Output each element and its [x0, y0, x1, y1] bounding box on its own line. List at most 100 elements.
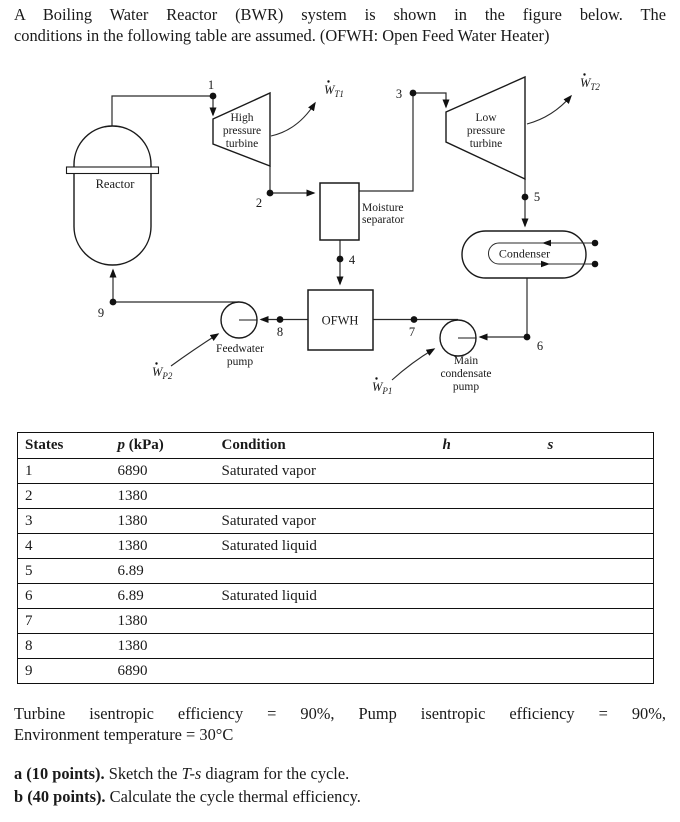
h-symbol: h	[442, 437, 451, 453]
state-dots	[109, 89, 531, 341]
wp2-subscript: P2	[161, 371, 172, 381]
pipe-separator-to-3	[359, 93, 414, 192]
part-b: b (40 points). Calculate the cycle therm…	[14, 786, 666, 809]
col-header-states: States	[17, 432, 111, 459]
cooling-inlet-dot	[591, 239, 599, 247]
cooling-water-loop	[488, 239, 599, 268]
state-8-dot	[276, 316, 284, 323]
cell-s	[540, 633, 654, 659]
p-unit: (kPa)	[125, 437, 164, 453]
pipes	[109, 92, 529, 341]
cell-pressure: 1380	[110, 483, 215, 509]
cell-state: 1	[17, 458, 111, 484]
questions: a (10 points). Sketch the T-s diagram fo…	[14, 763, 666, 808]
cell-state: 3	[17, 508, 111, 534]
hp-turbine-line2: pressure	[223, 125, 261, 137]
state-9-label: 9	[98, 306, 104, 320]
col-header-h: h	[435, 432, 541, 459]
main-pump-line2: condensate	[440, 368, 491, 380]
hp-turbine-shape	[212, 91, 271, 168]
reactor-vessel	[73, 125, 152, 266]
main-pump-line3: pump	[453, 381, 479, 393]
cell-state: 7	[17, 608, 111, 634]
wt2-subscript: T2	[590, 82, 600, 92]
state-8-label: 8	[277, 325, 283, 339]
ofwh-label: OFWH	[322, 314, 359, 328]
bwr-cycle-diagram: 1 2 3 4 5 6 7 8 9 Reactor High pressure …	[65, 73, 600, 396]
wt2-dot-icon	[583, 73, 586, 76]
lp-turbine-line2: pressure	[467, 125, 505, 137]
cell-state: 2	[17, 483, 111, 509]
col-header-pressure: p (kPa)	[110, 432, 215, 459]
cell-h	[435, 658, 541, 684]
cooling-out-arrow-icon	[541, 260, 550, 268]
cell-pressure: 1380	[110, 633, 215, 659]
cell-h	[435, 583, 541, 609]
moisture-separator-label: Moisture separator	[362, 202, 404, 226]
hp-turbine-label: High pressure turbine	[223, 112, 261, 150]
wp2-arrow	[170, 333, 220, 367]
lp-turbine-line3: turbine	[470, 138, 503, 150]
table-header-row: States p (kPa) Condition h s	[17, 432, 654, 459]
reactor-flange	[65, 166, 160, 175]
cooling-outlet-dot	[591, 260, 599, 268]
state-2-label: 2	[256, 196, 262, 210]
cell-condition: Saturated liquid	[214, 583, 436, 609]
state-3-label: 3	[396, 87, 402, 101]
pipe-reactor-to-1	[111, 95, 213, 126]
cell-state: 8	[17, 633, 111, 659]
statement-line-2: conditions in the following table are as…	[14, 26, 550, 46]
cell-pressure: 6890	[110, 458, 215, 484]
cell-s	[540, 483, 654, 509]
cell-h	[435, 458, 541, 484]
cell-s	[540, 558, 654, 584]
state-4-dot	[336, 255, 344, 263]
wt2-arrow	[526, 94, 572, 125]
cell-h	[435, 608, 541, 634]
work-label-wp2: WP2	[152, 362, 173, 381]
svg-text:WT1: WT1	[324, 83, 344, 99]
work-label-wt2: WT2	[580, 73, 600, 92]
cell-h	[435, 533, 541, 559]
cell-condition	[214, 558, 436, 584]
svg-text:WT2: WT2	[580, 76, 600, 92]
part-a-post: diagram for the cycle.	[201, 764, 350, 783]
cell-pressure: 1380	[110, 608, 215, 634]
state-2-dot	[266, 189, 274, 197]
condenser-label: Condenser	[499, 247, 550, 261]
part-a-ts: T-s	[181, 764, 202, 783]
state-numbers: 1 2 3 4 5 6 7 8 9	[98, 78, 543, 353]
col-header-s: s	[540, 432, 654, 459]
wp1-dot-icon	[375, 377, 378, 380]
cell-s	[540, 583, 654, 609]
cell-h	[435, 483, 541, 509]
state-5-dot	[521, 193, 529, 201]
ofwh-box	[307, 289, 374, 351]
cell-h	[435, 633, 541, 659]
wt1-arrow	[270, 101, 316, 137]
part-a-pre: Sketch the	[104, 764, 182, 783]
state-5-label: 5	[534, 190, 540, 204]
feedwater-pump-line1: Feedwater	[216, 343, 264, 355]
cell-condition	[214, 483, 436, 509]
assumptions-line-1: Turbine isentropic efficiency = 90%, Pum…	[14, 704, 666, 723]
cell-s	[540, 508, 654, 534]
cell-state: 4	[17, 533, 111, 559]
wt1-dot-icon	[327, 80, 330, 83]
p-symbol: p	[117, 437, 126, 453]
cell-condition	[214, 633, 436, 659]
cell-pressure: 1380	[110, 533, 215, 559]
lp-turbine-line1: Low	[475, 112, 497, 124]
cell-condition	[214, 658, 436, 684]
wt1-symbol: W	[324, 83, 336, 97]
part-a: a (10 points). Sketch the T-s diagram fo…	[14, 763, 666, 786]
wt1-subscript: T1	[334, 89, 344, 99]
state-7-label: 7	[409, 325, 415, 339]
